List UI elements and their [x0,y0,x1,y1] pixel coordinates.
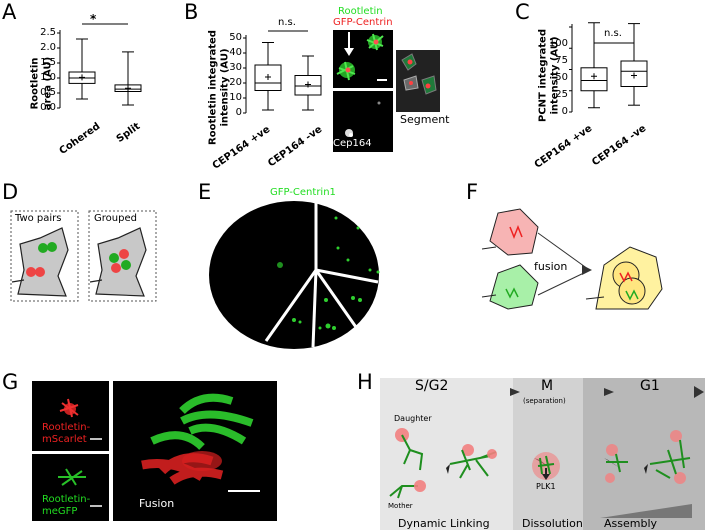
panel-h-plk1: PLK1 [536,482,556,491]
panel-letter-d: D [2,180,19,204]
chart-a-ytick-0: 2.5 [40,27,56,38]
chart-c-ytick-3: 25 [555,89,568,100]
panel-d-diagram [10,210,157,302]
micrograph-b-top [333,30,393,88]
chart-b-ytick-1: 40 [229,47,242,58]
chart-b-ytick-2: 30 [229,62,242,73]
panel-letter-f: F [466,180,479,204]
panel-g-micrographs [32,381,277,521]
chart-c-ytick-4: 0 [561,106,568,117]
panel-e-title: GFP-Centrin1 [270,187,336,198]
chart-a-ytick-3: 1.0 [40,72,56,83]
panel-letter-b: B [184,0,199,24]
panel-letter-e: E [198,180,212,204]
panel-h-phase3: G1 [640,378,660,394]
panel-d-box2-label: Grouped [94,213,137,224]
micro-label-centrin: GFP-Centrin [333,17,393,28]
chart-b-sig: n.s. [278,17,296,28]
panel-f-fusion-diagram [481,208,663,310]
panel-h-phase1: S/G2 [415,378,449,394]
chart-a-mean-marker-0 [79,74,85,81]
chart-b-ytick-4: 10 [229,92,242,103]
panel-h-daughter: Daughter [394,414,432,423]
panel-g-green-label-2: meGFP [42,506,78,517]
panel-h-bottom3: Assembly [604,517,658,530]
micro-label-rootletin: Rootletin [338,6,383,17]
panel-h-cycle-diagram [380,378,705,530]
panel-letter-c: C [515,0,530,24]
micrograph-b-segment [396,50,440,112]
chart-c-sig: n.s. [604,28,622,39]
panel-e-pie-micrograph [209,201,380,349]
chart-c-mean-marker-1 [631,72,637,79]
panel-h-phase2: M [541,378,554,394]
panel-d-box1-label: Two pairs [15,213,62,224]
panel-f-arrow-label: fusion [533,260,569,273]
panel-h-bottom1: Dynamic Linking [398,517,490,530]
chart-c-mean-marker-0 [591,73,597,80]
panel-g-red-label-1: Rootletin- [42,422,91,433]
panel-h-mother: Mother [388,502,413,510]
chart-b-ytick-0: 50 [229,32,242,43]
panel-g-red-label-2: mScarlet [42,434,87,445]
panel-h-bottom2: Dissolution [522,517,583,530]
chart-c-ytick-2: 50 [555,72,568,83]
chart-a-ytick-5: 0.0 [40,102,56,113]
chart-b-mean-marker-0 [265,74,271,80]
micrograph-b-bottom [333,91,393,152]
micro-label-segment: Segment [400,113,450,126]
panel-g-green-label-1: Rootletin- [42,494,91,505]
chart-a-mean-marker-1 [125,85,131,92]
chart-b-mean-marker-1 [305,81,311,88]
panel-letter-a: A [2,0,17,24]
chart-b-ytick-5: 0 [235,107,242,118]
panel-letter-h: H [357,370,373,394]
chart-b-ytick-3: 20 [229,77,242,88]
chart-c-ytick-1: 75 [555,55,568,66]
panel-g-fusion-label: Fusion [139,497,175,510]
micro-label-cep164: Cep164 [333,138,372,149]
chart-a-ytick-1: 2.0 [40,42,56,53]
chart-a-sig: * [90,12,97,26]
chart-c-ytick-0: 100 [548,38,568,49]
panel-h-phase2-sub: (separation) [523,397,566,405]
panel-letter-g: G [2,370,19,394]
chart-a-ytick-4: 0.5 [40,87,56,98]
chart-a-ytick-2: 1.5 [40,57,56,68]
